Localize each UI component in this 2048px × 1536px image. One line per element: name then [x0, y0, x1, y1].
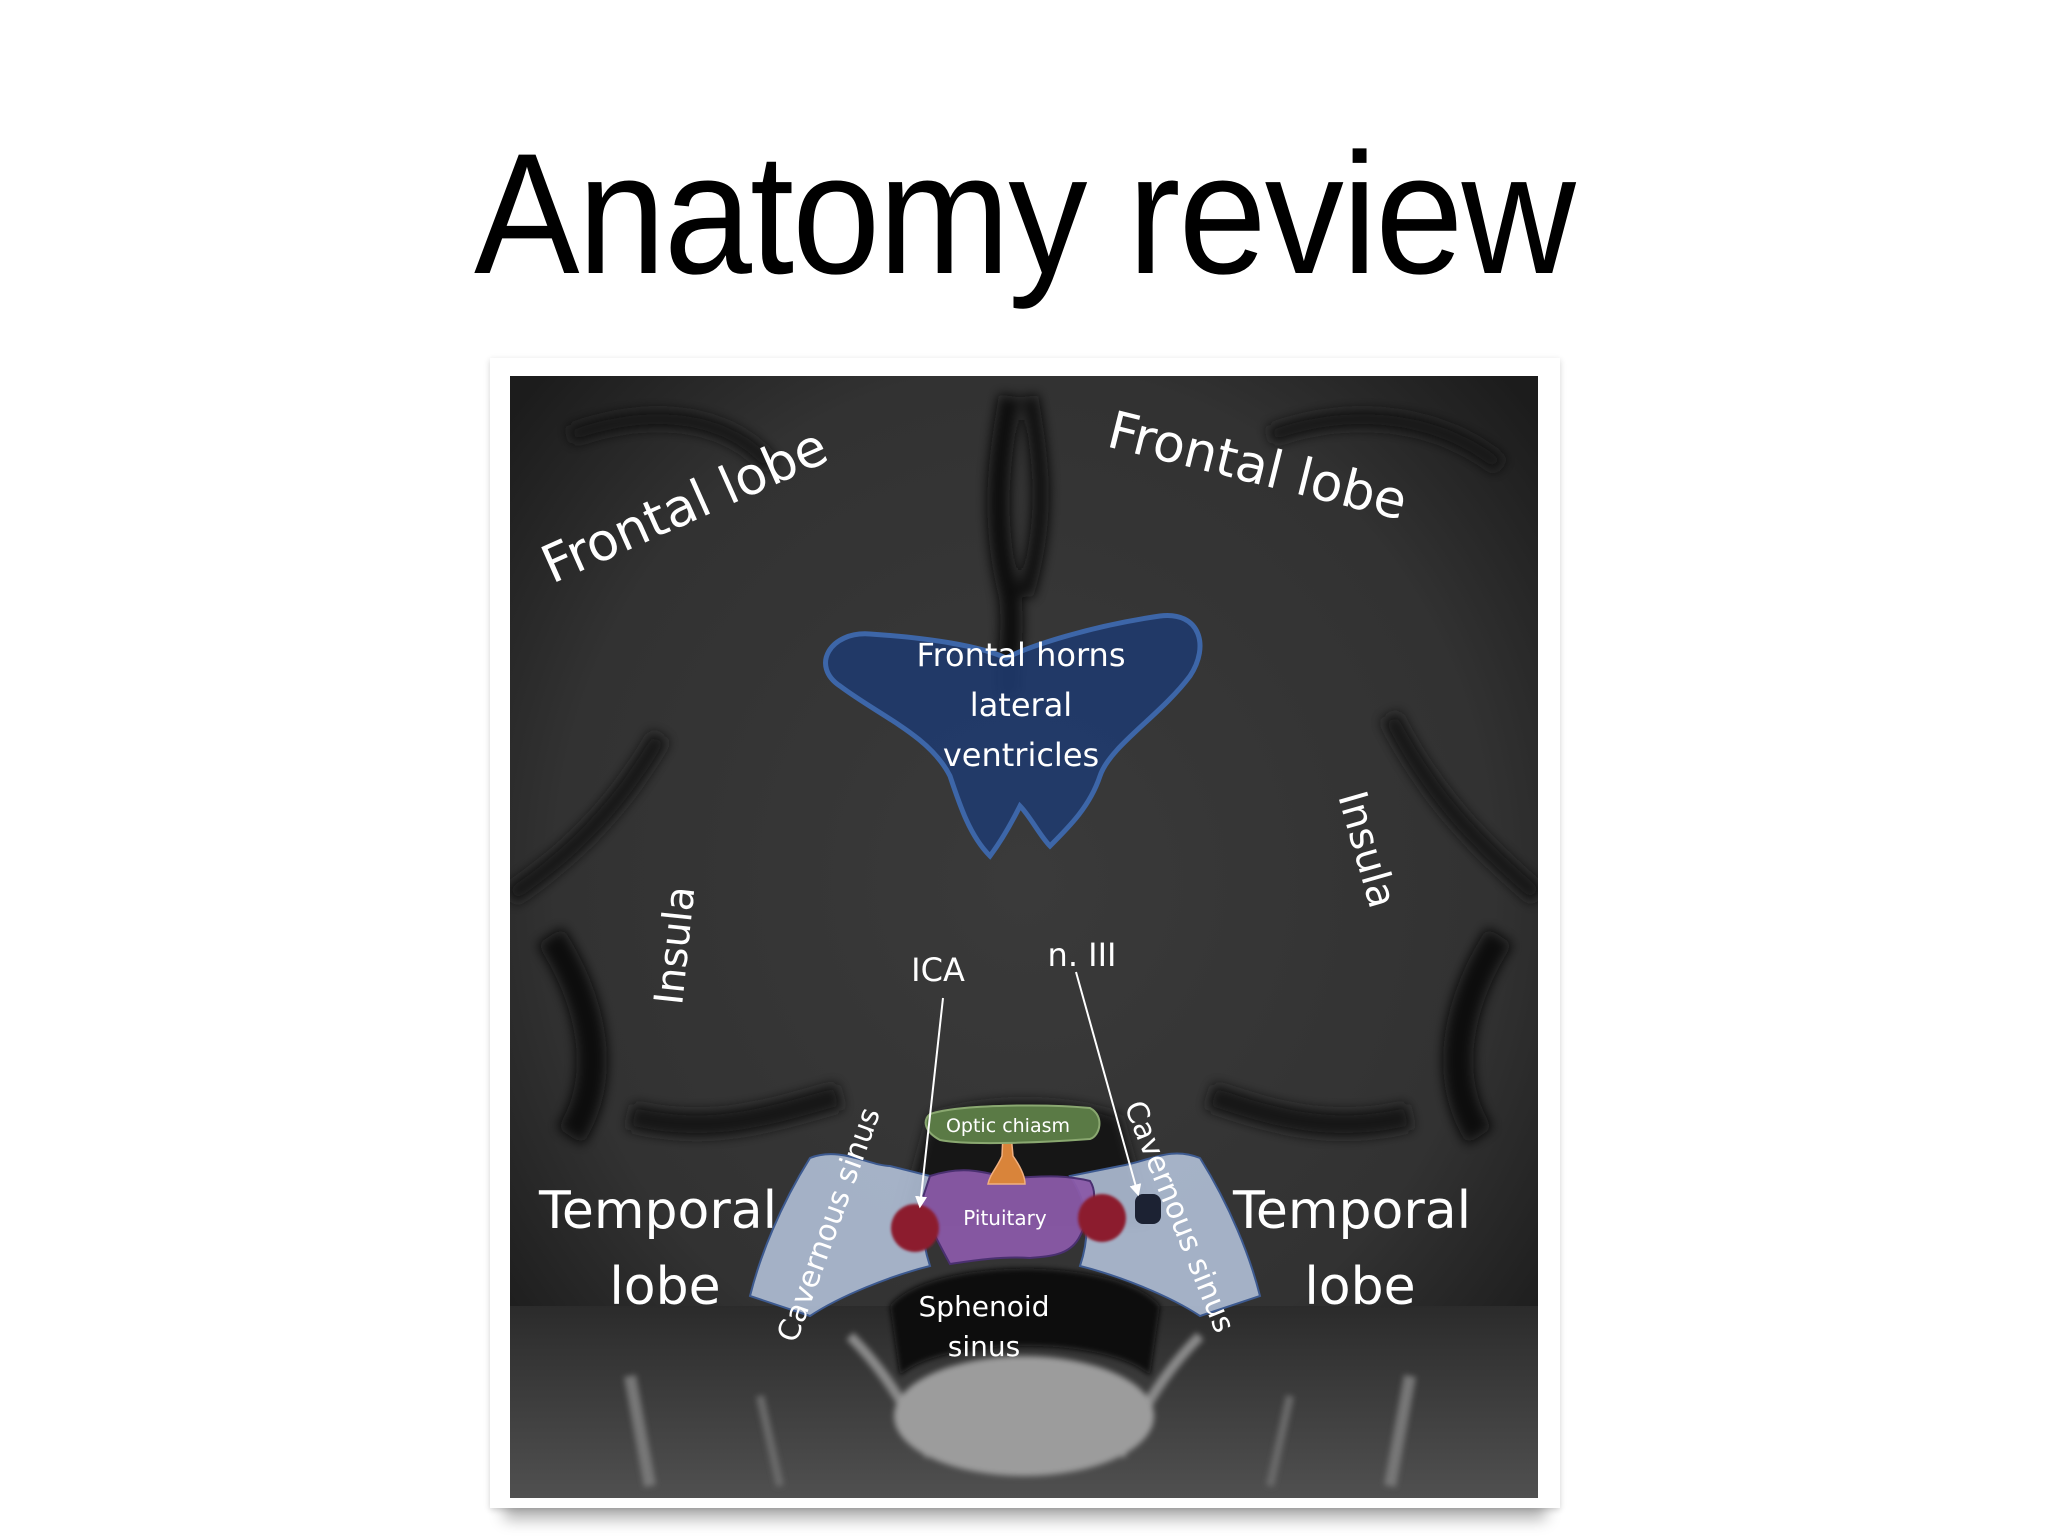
- label-n-iii: n. III: [1048, 936, 1117, 974]
- sphenoid-sinus-region: [890, 1268, 1160, 1376]
- cavernous-sinus-right-overlay: [1068, 1152, 1262, 1318]
- label-frontal-horns-line2: lateral: [970, 686, 1072, 724]
- label-pituitary: Pituitary: [963, 1206, 1047, 1230]
- label-temporal-lobe-right-line2: lobe: [1304, 1257, 1415, 1317]
- label-frontal-horns-line1: Frontal horns: [916, 636, 1125, 674]
- ica-arrow: [915, 997, 944, 1209]
- mri-image: Frontal lobe Frontal lobe Frontal horns …: [510, 376, 1538, 1498]
- ica-right-overlay: [1078, 1194, 1126, 1242]
- label-temporal-lobe-left-line2: lobe: [609, 1257, 720, 1317]
- n-iii-overlay: [1135, 1194, 1161, 1224]
- ica-left-overlay: [891, 1204, 939, 1252]
- label-optic-chiasm: Optic chiasm: [946, 1115, 1070, 1137]
- cavernous-sinus-left-overlay: [748, 1153, 932, 1318]
- label-frontal-horns-line3: ventricles: [943, 736, 1099, 774]
- image-frame: Frontal lobe Frontal lobe Frontal horns …: [490, 358, 1560, 1508]
- label-sphenoid-line2: sinus: [948, 1330, 1020, 1363]
- optic-chiasm-overlay: [924, 1104, 1101, 1145]
- label-temporal-lobe-right-line1: Temporal: [1232, 1181, 1471, 1241]
- skull-base-texture: [624, 1332, 1416, 1488]
- label-temporal-lobe-left-line1: Temporal: [538, 1181, 777, 1241]
- infundibulum-overlay: [987, 1133, 1026, 1185]
- slide-title: Anatomy review: [474, 118, 1576, 310]
- label-sphenoid-line1: Sphenoid: [919, 1290, 1050, 1323]
- mri-figure: Frontal lobe Frontal lobe Frontal horns …: [510, 376, 1538, 1498]
- label-ica: ICA: [911, 951, 965, 989]
- ventricles-overlay: [823, 613, 1203, 860]
- n-iii-arrow: [1075, 971, 1142, 1197]
